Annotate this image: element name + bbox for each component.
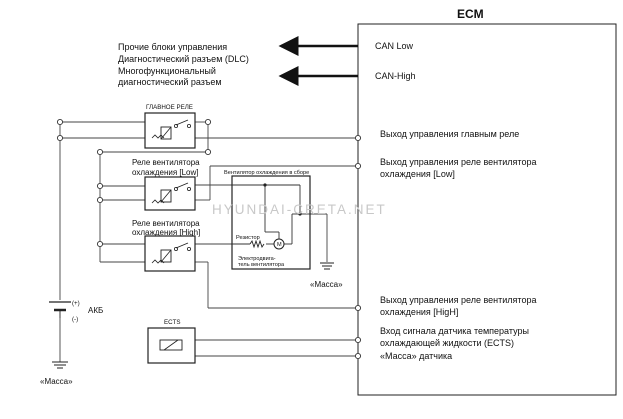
- can-target-3: Многофункциональный: [118, 66, 216, 76]
- can-bus-lines: [278, 36, 358, 86]
- pin-ects-in-2: охлаждающей жидкости (ECTS): [380, 338, 514, 348]
- fan-assembly: M: [231, 175, 311, 270]
- battery-label: АКБ: [88, 306, 103, 315]
- junction-dots: [56, 118, 212, 248]
- fan-motor-label-2: тель вентилятора: [238, 262, 285, 268]
- pin-can-high: CAN-High: [375, 71, 416, 81]
- battery-plus: (+): [72, 300, 80, 307]
- fan-relay-high-label-2: охлаждения [High]: [132, 228, 200, 237]
- can-target-4: диагностический разъем: [118, 77, 222, 87]
- main-relay: [144, 112, 196, 149]
- fan-relay-high: [144, 235, 196, 272]
- watermark: HYUNDAI-CRETA.NET: [212, 202, 387, 217]
- pin-sensor-ground: «Масса» датчика: [380, 351, 452, 361]
- pin-ects-in-1: Вход сигнала датчика температуры: [380, 326, 529, 336]
- fan-relay-low-label-2: охлаждения [Low]: [132, 168, 199, 177]
- can-target-2: Диагностический разъем (DLC): [118, 54, 249, 64]
- fan-relay-low: [144, 176, 196, 211]
- pin-fan-high-out-2: охлаждения [HigH]: [380, 307, 458, 317]
- ground-symbol-right: [320, 262, 334, 270]
- ecm-block: ECM: [357, 7, 617, 396]
- battery-symbol: [49, 301, 71, 318]
- pin-main-relay-out: Выход управления главным реле: [380, 129, 519, 139]
- fan-relay-high-label-1: Реле вентилятора: [132, 219, 200, 228]
- fan-motor-label-1: Электродвига-: [238, 256, 276, 262]
- pin-fan-high-out-1: Выход управления реле вентилятора: [380, 295, 536, 305]
- ecm-pin-dots: [354, 134, 362, 360]
- fan-motor-symbol: M: [277, 242, 282, 248]
- pin-fan-low-out-2: охлаждения [Low]: [380, 169, 455, 179]
- ground-right-label: «Масса»: [310, 280, 343, 289]
- main-relay-label: ГЛАВНОЕ РЕЛЕ: [146, 104, 193, 111]
- battery-minus: (-): [72, 316, 78, 323]
- can-target-1: Прочие блоки управления: [118, 42, 227, 52]
- fan-assembly-label: Вентилятор охлаждения в сборе: [224, 170, 309, 176]
- resistor-label: Резистор: [236, 235, 260, 241]
- ects-sensor: [147, 327, 196, 364]
- fan-relay-low-label-1: Реле вентилятора: [132, 158, 200, 167]
- pin-can-low: CAN Low: [375, 41, 414, 51]
- ground-symbol-left: [52, 361, 68, 369]
- wires: [59, 121, 358, 362]
- ecm-title: ECM: [457, 7, 484, 21]
- pin-fan-low-out-1: Выход управления реле вентилятора: [380, 157, 536, 167]
- ground-left-label: «Масса»: [40, 377, 73, 386]
- ects-label: ECTS: [164, 319, 181, 326]
